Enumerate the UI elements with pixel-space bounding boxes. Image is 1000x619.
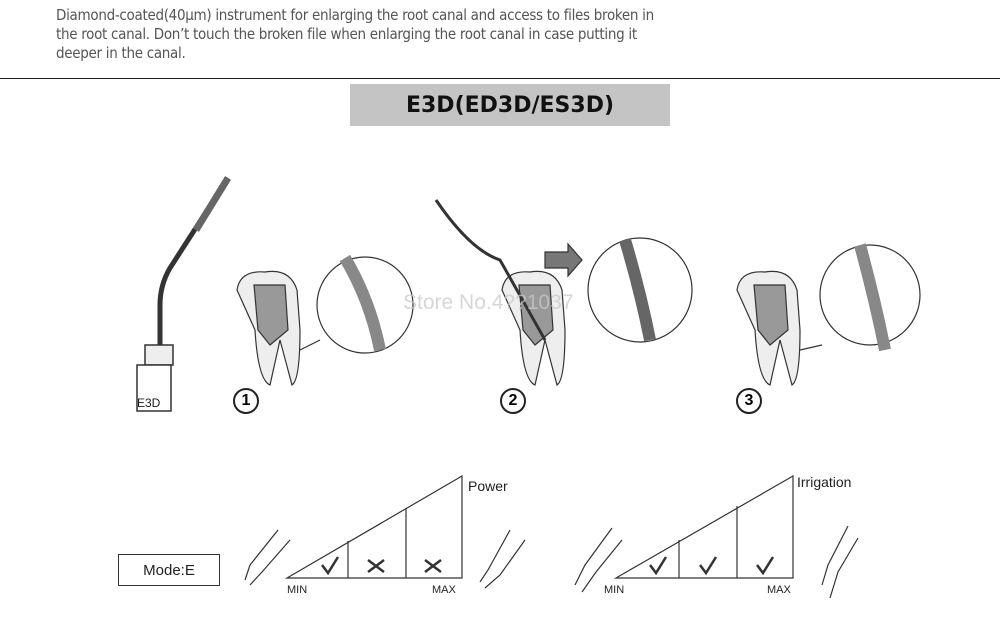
handpiece-icons — [244, 525, 859, 599]
tooth-1 — [236, 254, 414, 386]
power-min: MIN — [287, 584, 308, 596]
tip-label: E3D — [137, 396, 161, 410]
step-3: 3 — [736, 388, 762, 414]
irrigation-label: Irrigation — [797, 474, 852, 490]
product-title: E3D(ED3D/ES3D) — [350, 84, 670, 126]
irrigation-max: MAX — [767, 584, 791, 596]
mode-label: Mode:E — [118, 554, 220, 586]
step-2: 2 — [500, 388, 526, 414]
step-1: 1 — [233, 388, 259, 414]
tooth-3 — [736, 243, 921, 386]
watermark: Store No.4??1037 — [403, 291, 574, 314]
divider — [0, 78, 1000, 79]
tooth-2 — [434, 199, 693, 386]
power-scale — [284, 474, 463, 579]
description-text: Diamond-coated(40μm) instrument for enla… — [56, 6, 654, 62]
tip-illustration — [136, 176, 231, 412]
irrigation-min: MIN — [604, 584, 625, 596]
irrigation-scale — [613, 474, 794, 579]
power-max: MAX — [432, 584, 456, 596]
power-label: Power — [468, 478, 508, 494]
